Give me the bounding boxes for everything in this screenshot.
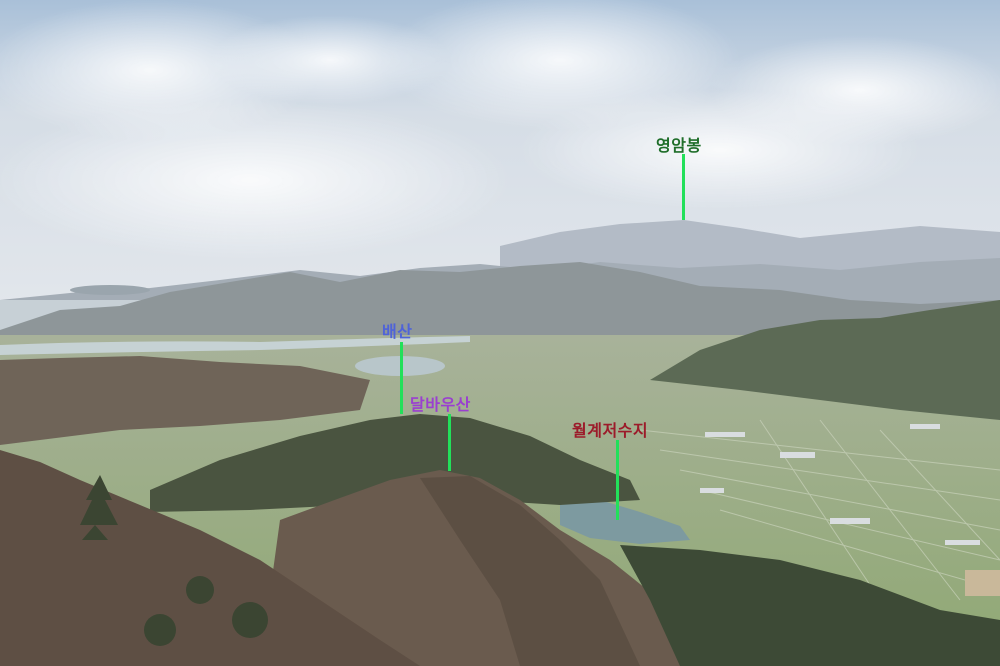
leader-wolgye	[616, 440, 619, 520]
label-youngam: 영암봉	[656, 136, 702, 155]
river	[0, 336, 470, 355]
dalbau-ridge	[150, 414, 640, 512]
construction-site	[965, 570, 1000, 596]
near-ridge-shadow	[420, 476, 640, 666]
right-mountain	[650, 300, 1000, 420]
leader-dalbau	[448, 414, 451, 471]
foreground-trees	[80, 475, 268, 646]
villages	[700, 424, 980, 545]
field-grid	[639, 419, 1000, 601]
bottom-forest	[620, 545, 1000, 666]
label-baesan: 배산	[382, 322, 413, 341]
small-island	[70, 285, 150, 295]
wolgye-reservoir	[560, 500, 690, 544]
leader-baesan	[400, 342, 403, 414]
left-hills	[0, 356, 370, 445]
label-wolgye: 월계저수지	[572, 421, 649, 440]
clouds	[0, 0, 1000, 260]
label-dalbau: 달바우산	[410, 395, 471, 414]
leader-youngam	[682, 154, 685, 220]
